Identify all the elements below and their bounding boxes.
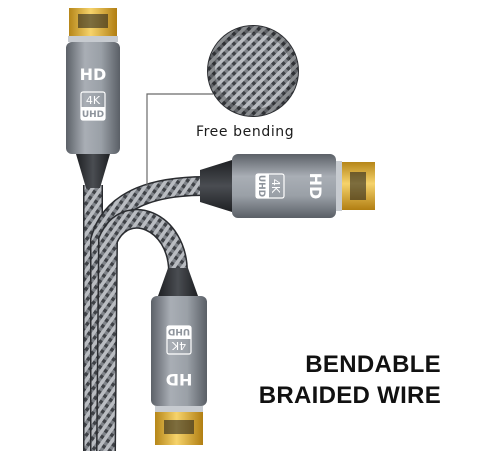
headline-line-2: BRAIDED WIRE xyxy=(258,382,441,409)
callout-label: Free bending xyxy=(196,124,295,140)
badge-uhd-right: UHD xyxy=(256,175,266,197)
badge-hd-bottom: HD xyxy=(166,370,193,389)
hdmi-connector-icon xyxy=(200,154,375,218)
badge-4k-bottom: 4K xyxy=(171,339,186,352)
headline-line-1: BENDABLE xyxy=(305,351,441,378)
callout-leader xyxy=(146,93,213,186)
badge-4k-top: 4K xyxy=(86,94,101,107)
hdmi-connector-icon xyxy=(151,268,207,445)
braided-cable-icon xyxy=(83,176,206,451)
badge-uhd-top: UHD xyxy=(82,110,104,120)
badge-4k-right: 4K xyxy=(269,179,282,194)
badge-hd-right: HD xyxy=(306,173,325,200)
badge-uhd-bottom: UHD xyxy=(168,326,190,336)
badge-hd-top: HD xyxy=(80,65,107,84)
hdmi-connector-icon xyxy=(66,8,120,188)
braid-closeup xyxy=(207,25,299,117)
headline: BENDABLE BRAIDED WIRE xyxy=(259,349,441,411)
